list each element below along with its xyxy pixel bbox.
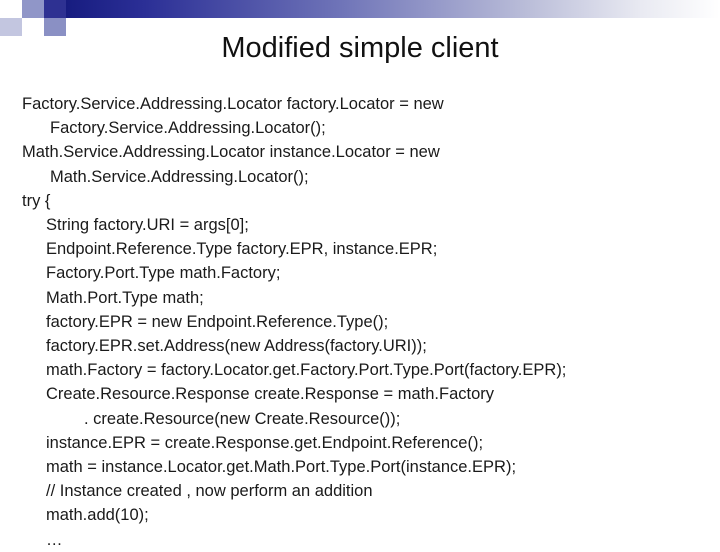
code-line: Factory.Service.Addressing.Locator(); <box>50 119 326 138</box>
code-line: try { <box>22 191 51 210</box>
code-line: // Instance created , now perform an add… <box>46 482 373 501</box>
code-line: Math.Port.Type math; <box>46 288 204 307</box>
code-line: Endpoint.Reference.Type factory.EPR, ins… <box>46 240 438 259</box>
code-line: factory.EPR.set.Address(new Address(fact… <box>46 337 427 356</box>
code-line: Create.Resource.Response create.Response… <box>46 385 495 404</box>
top-gradient-bar <box>66 0 720 18</box>
code-block: Factory.Service.Addressing.Locator facto… <box>22 92 698 552</box>
deco-square-6 <box>44 18 66 36</box>
deco-square-1 <box>0 0 22 18</box>
code-line: . create.Resource(new Create.Resource())… <box>84 409 401 428</box>
page-title: Modified simple client <box>221 32 499 64</box>
code-line: Factory.Port.Type math.Factory; <box>46 264 281 283</box>
code-line: instance.EPR = create.Response.get.Endpo… <box>46 433 484 452</box>
decorative-squares <box>0 0 66 36</box>
code-line: Factory.Service.Addressing.Locator facto… <box>22 95 444 113</box>
code-line: Math.Service.Addressing.Locator instance… <box>22 143 440 162</box>
code-line: String factory.URI = args[0]; <box>46 216 249 235</box>
deco-square-4 <box>0 18 22 36</box>
deco-square-3 <box>44 0 66 18</box>
deco-square-2 <box>22 0 44 18</box>
code-line: math.Factory = factory.Locator.get.Facto… <box>46 361 567 380</box>
code-line: math.add(10); <box>46 506 149 525</box>
code-line: math = instance.Locator.get.Math.Port.Ty… <box>46 458 517 477</box>
deco-square-5 <box>22 18 44 36</box>
code-line: factory.EPR = new Endpoint.Reference.Typ… <box>46 312 389 331</box>
code-line: Math.Service.Addressing.Locator(); <box>50 167 309 186</box>
